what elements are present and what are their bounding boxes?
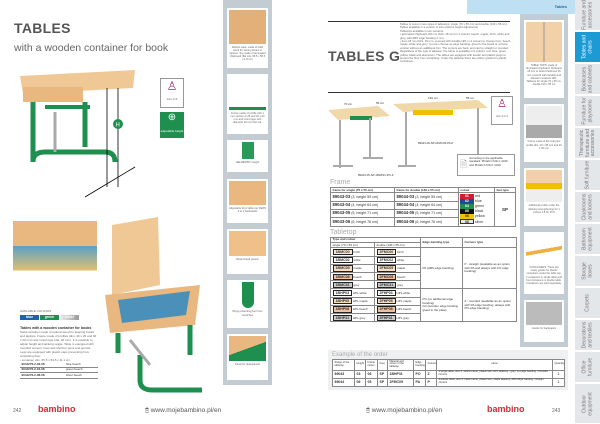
table-row: 89043-03 (3, height 59 cm)89044-03 (3, h… <box>330 192 517 227</box>
page-number: 243 <box>552 408 561 414</box>
feature-card: Basic linked panels <box>227 229 268 274</box>
page-subtitle: with a wooden container for book <box>14 42 169 54</box>
side-tab-tables-and-chairs[interactable]: Tables and chairs <box>575 32 600 63</box>
example-code: 89043-05-SP-1BHP31-PO-Z <box>358 173 394 177</box>
desk-open-photo <box>105 217 202 393</box>
side-tab-soft-furniture[interactable]: Soft furniture <box>575 160 600 191</box>
side-tab-bookcases[interactable]: Bookcases and cabinets <box>575 64 600 95</box>
feature-card: CONTAINERS: There are ready guides for p… <box>524 232 564 294</box>
colour-list: 01 red 02 blue 04 green 05 black 06 yell… <box>457 192 495 227</box>
container-photo <box>13 221 97 283</box>
adjustable-height-icon: ⊕ adjustable height <box>160 112 184 138</box>
feature-card: Additional profile under the tabletop st… <box>524 168 564 226</box>
feature-strip-left-lower: Adjustable tilt of table top KERN 0 to 1… <box>223 175 272 385</box>
feature-card: Adjustable tilt of table top KERN 0 to 1… <box>227 179 268 223</box>
available-colours-label: AVAILABLE COLOURS <box>20 309 52 313</box>
side-tab-therapeutic[interactable]: Therapeutic furniture and accessories <box>575 128 600 159</box>
frame-table: frame for single (70 x 55 cm)frame for d… <box>330 186 517 227</box>
colour-swatch-blue: blue <box>20 315 39 320</box>
page-title: TABLES <box>14 20 71 36</box>
feature-card: TABLE TOPS: made of laminated chipboard,… <box>524 20 564 98</box>
side-tab-furniture[interactable]: Furniture and accessories <box>575 0 600 31</box>
colour-swatch-green: green <box>40 315 59 320</box>
feature-card: Robust case, made of solid wood for stor… <box>227 8 268 68</box>
side-tab-playrooms[interactable]: Furniture for playrooms <box>575 96 600 127</box>
spec-tables: Frame frame for single (70 x 55 cm)frame… <box>329 179 518 323</box>
feature-card: Frame made of profile with 1 mm section … <box>227 74 268 134</box>
dimension-label: 55 cm <box>466 96 475 100</box>
feature-strip-left: Robust case, made of solid wood for stor… <box>223 0 272 175</box>
bambino-logo: bambino <box>38 404 76 414</box>
product-title: TABLES G <box>328 48 401 64</box>
feature-card: Hooks for backpacks <box>524 300 564 342</box>
side-tab-cloakrooms[interactable]: Cloakrooms and lockers <box>575 192 600 223</box>
feature-strip-right: TABLE TOPS: made of laminated chipboard,… <box>520 14 568 347</box>
feature-card: Frame made of flat oval pipe profile dim… <box>524 104 564 162</box>
dimension-label: 55 cm <box>376 101 385 105</box>
section-header-tab: Tables <box>467 0 575 14</box>
side-tab-office[interactable]: Office furniture <box>575 352 600 383</box>
website-link[interactable]: 🖰 www.mojebambino.pl/en <box>366 407 443 414</box>
frame-section-title: Frame <box>330 179 351 186</box>
height-dimension-label: H <box>116 123 120 129</box>
side-tab-bathroom[interactable]: Bathroom equipment <box>575 224 600 255</box>
colour-swatch-silver: silver <box>60 315 79 320</box>
tabletop-section-title: Tabletop <box>330 228 357 236</box>
website-link[interactable]: 🖰 www.mojebambino.pl/en <box>145 407 222 414</box>
order-example-title: Example of the order <box>332 352 388 358</box>
product-description: Tables with a wooden container for books… <box>20 326 98 379</box>
age-icon: ♙size 3 to 6 <box>491 96 513 125</box>
document-icon: 🗎 <box>460 159 468 169</box>
feature-card: Plugs protecting floor from scratches <box>227 280 268 328</box>
side-tab-outdoor[interactable]: Outdoor equipment <box>575 384 600 424</box>
side-tab-carpets[interactable]: Carpets <box>575 288 600 319</box>
side-tab-storage[interactable]: Storage boxes <box>575 256 600 287</box>
order-example: Example of the order Shape of the tablet… <box>328 350 568 390</box>
desk-illustration: H <box>20 70 136 198</box>
table-row: 89043-06 (6, height 76 cm)89044-06 (6, h… <box>330 217 516 227</box>
feature-card: HELDER/BO, height <box>227 140 268 172</box>
tables-drawing: 70 cm 55 cm 130 cm 55 cm 89044-06-SP-2FM… <box>328 96 488 177</box>
example-code: 89044-06-SP-2FMC05-PA-P <box>418 141 454 145</box>
product-description: Tables G come in two sizes of tabletops:… <box>400 22 512 64</box>
colour-swatches: blue green silver <box>20 315 79 320</box>
age-icon: ♙ size 3-5 <box>160 78 184 108</box>
feature-card: Panel for desk/panels <box>227 334 268 380</box>
dimension-label: 70 cm <box>344 102 353 106</box>
bambino-logo: bambino <box>487 404 525 414</box>
side-tab-decorations[interactable]: Decorations and textiles <box>575 320 600 351</box>
norm-box: 🗎According to the applicable standard: P… <box>457 154 515 176</box>
page-number: 242 <box>13 408 22 414</box>
dimension-label: 130 cm <box>428 96 438 100</box>
